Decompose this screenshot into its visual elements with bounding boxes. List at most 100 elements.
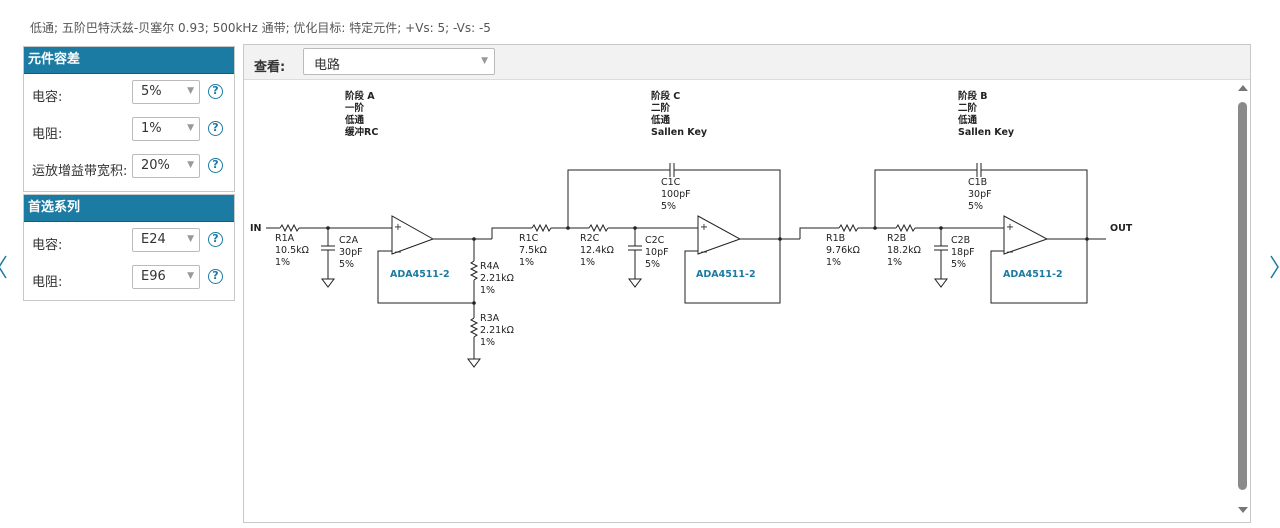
schematic-label: 2.21kΩ	[480, 325, 514, 336]
resistor-series-row: 电阻: E96 ▼ ?	[24, 259, 234, 296]
help-icon[interactable]: ?	[208, 232, 223, 247]
chevron-down-icon: ▼	[187, 123, 194, 133]
schematic-label: 低通	[957, 114, 978, 126]
schematic-label: 12.4kΩ	[580, 245, 614, 256]
help-icon[interactable]: ?	[208, 84, 223, 99]
schematic-label: C1C	[661, 177, 681, 188]
stage-a-header: 阶段 A 一阶 低通 缓冲RC	[344, 90, 378, 138]
chevron-down-icon: ▼	[187, 234, 194, 244]
capacitor-series-select[interactable]: E24 ▼	[132, 228, 200, 252]
resistor-r1b	[838, 223, 859, 233]
stage-c-header: 阶段 C 二阶 低通 Sallen Key	[650, 90, 708, 138]
resistor-series-select[interactable]: E96 ▼	[132, 265, 200, 289]
resistor-r2c	[588, 223, 609, 233]
schematic-label: 5%	[951, 259, 966, 270]
view-select[interactable]: 电路 ▼	[303, 48, 495, 75]
opamp-b-label: ADA4511-2	[1003, 269, 1063, 280]
schematic-label: 7.5kΩ	[519, 245, 547, 256]
schematic-label: 1%	[826, 257, 841, 268]
input-label: IN	[250, 223, 262, 234]
scrollbar-thumb[interactable]	[1238, 102, 1247, 490]
schematic-label: R4A	[480, 261, 500, 272]
next-arrow-icon[interactable]	[1268, 252, 1280, 282]
schematic-label: 低通	[650, 114, 671, 126]
schematic-label: R2C	[580, 233, 600, 244]
stage-b-header: 阶段 B 二阶 低通 Sallen Key	[957, 90, 1015, 138]
schematic-label: C2A	[339, 235, 359, 246]
stage-c-circuit: + −	[531, 163, 839, 304]
schematic-label: 5%	[968, 201, 983, 212]
capacitor-tolerance-row: 电容: 5% ▼ ?	[24, 74, 234, 111]
schematic-label: −	[700, 247, 708, 258]
help-icon[interactable]: ?	[208, 269, 223, 284]
schematic-label: Sallen Key	[651, 127, 708, 138]
schematic-label: 1%	[580, 257, 595, 268]
schematic-label: 1%	[480, 285, 495, 296]
help-icon[interactable]: ?	[208, 121, 223, 136]
ground-icon	[467, 358, 481, 368]
output-label: OUT	[1110, 223, 1133, 234]
view-label: 查看:	[254, 60, 286, 75]
gbw-tolerance-select[interactable]: 20% ▼	[132, 154, 200, 178]
design-summary: 低通; 五阶巴特沃兹-贝塞尔 0.93; 500kHz 通带; 优化目标: 特定…	[30, 21, 491, 35]
chevron-down-icon: ▼	[481, 56, 488, 66]
schematic-label: 30pF	[339, 247, 363, 258]
schematic-label: 阶段 B	[958, 90, 988, 102]
opamp-a	[391, 215, 435, 255]
ground-icon	[628, 278, 642, 288]
schematic-label: 100pF	[661, 189, 691, 200]
opamp-a-label: ADA4511-2	[390, 269, 450, 280]
schematic-label: +	[394, 222, 402, 233]
help-icon[interactable]: ?	[208, 158, 223, 173]
schematic-label: 低通	[344, 114, 365, 126]
schematic-label: 10.5kΩ	[275, 245, 309, 256]
scroll-up-icon[interactable]	[1238, 85, 1248, 91]
schematic-label: 30pF	[968, 189, 992, 200]
prev-arrow-icon[interactable]	[0, 252, 9, 282]
opamp-b	[1003, 215, 1049, 255]
schematic-label: 1%	[519, 257, 534, 268]
tolerance-panel-title: 元件容差	[24, 47, 234, 74]
schematic-label: 1%	[480, 337, 495, 348]
schematic-label: 阶段 C	[651, 90, 680, 102]
stage-a-circuit: + −	[266, 215, 532, 368]
schematic-label: 2.21kΩ	[480, 273, 514, 284]
ground-icon	[321, 278, 335, 288]
vertical-scrollbar[interactable]	[1236, 80, 1250, 522]
capacitor-tolerance-label: 电容:	[32, 90, 63, 105]
resistor-tolerance-label: 电阻:	[32, 127, 63, 142]
schematic-label: 9.76kΩ	[826, 245, 860, 256]
resistor-r4a	[469, 260, 479, 281]
schematic-label: 5%	[645, 259, 660, 270]
gbw-tolerance-row: 运放增益带宽积: 20% ▼ ?	[24, 148, 234, 185]
schematic-label: C1B	[968, 177, 987, 188]
series-panel-title: 首选系列	[24, 195, 234, 222]
chevron-down-icon: ▼	[187, 160, 194, 170]
resistor-r1c	[531, 223, 552, 233]
schematic-label: 5%	[339, 259, 354, 270]
schematic-label: 1%	[275, 257, 290, 268]
schematic-label: R1A	[275, 233, 295, 244]
scroll-down-icon[interactable]	[1238, 507, 1248, 513]
capacitor-tolerance-select[interactable]: 5% ▼	[132, 80, 200, 104]
resistor-tolerance-select[interactable]: 1% ▼	[132, 117, 200, 141]
schematic-label: −	[1006, 247, 1014, 258]
viewer-toolbar: 查看: 电路 ▼	[244, 45, 1250, 80]
capacitor-series-row: 电容: E24 ▼ ?	[24, 222, 234, 259]
chevron-down-icon: ▼	[187, 86, 194, 96]
stage-b-circuit: + −	[838, 163, 1106, 304]
resistor-r1a	[279, 223, 300, 233]
tolerance-panel: 元件容差 电容: 5% ▼ ? 电阻: 1% ▼ ? 运放增益带宽积: 20% …	[23, 46, 235, 192]
schematic-label: +	[700, 222, 708, 233]
schematic-label: 一阶	[345, 102, 365, 114]
schematic-label: −	[394, 247, 402, 258]
resistor-r2b	[895, 223, 916, 233]
chevron-down-icon: ▼	[187, 271, 194, 281]
circuit-viewer: 查看: 电路 ▼	[243, 44, 1251, 523]
capacitor-series-label: 电容:	[32, 238, 63, 253]
schematic-label: 二阶	[651, 102, 671, 114]
opamp-c	[697, 215, 742, 255]
resistor-tolerance-row: 电阻: 1% ▼ ?	[24, 111, 234, 148]
resistor-r3a	[469, 317, 479, 338]
schematic-label: 18pF	[951, 247, 975, 258]
